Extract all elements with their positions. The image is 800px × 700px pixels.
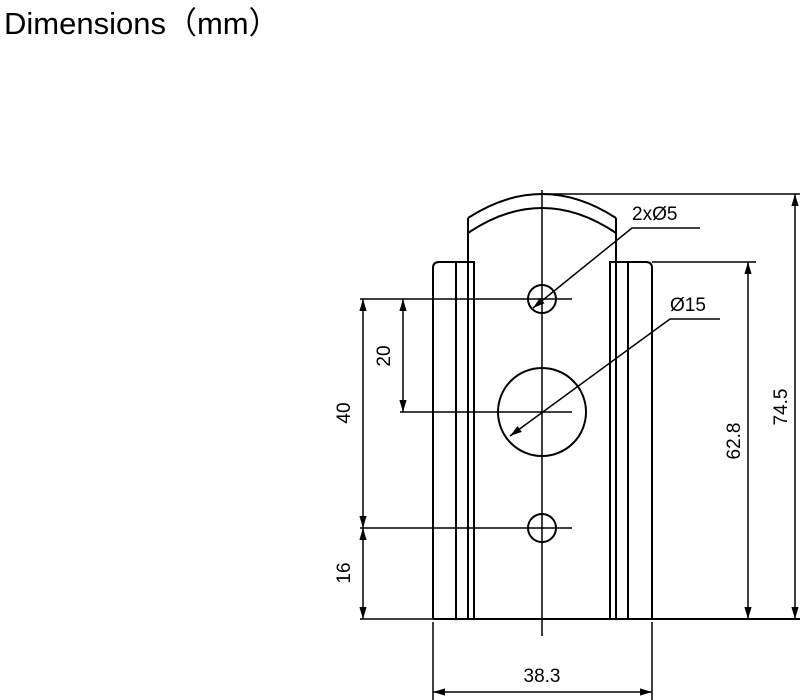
label-d15: Ø15 [670, 295, 706, 316]
label-2x-d5: 2xØ5 [632, 204, 677, 225]
label-16: 16 [334, 562, 355, 583]
dimension-lines [359, 194, 799, 696]
label-40: 40 [334, 402, 355, 423]
label-62-8: 62.8 [724, 423, 745, 460]
label-74-5: 74.5 [771, 389, 792, 426]
page-title: Dimensions（mm） [4, 6, 280, 41]
label-38-3: 38.3 [524, 666, 561, 687]
bracket-outline [432, 193, 800, 620]
label-20: 20 [374, 345, 395, 366]
dimension-labels: 2xØ5 Ø15 20 40 16 62.8 74.5 38.3 [334, 204, 792, 687]
